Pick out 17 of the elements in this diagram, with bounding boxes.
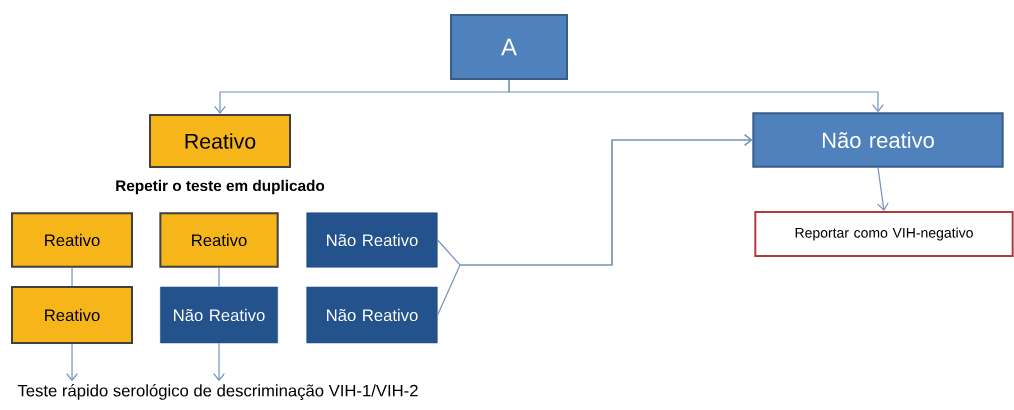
result-box: Reativo	[149, 114, 291, 168]
result-box: Não Reativo	[306, 212, 438, 268]
arrow	[66, 343, 78, 382]
result-box: Reativo	[11, 212, 133, 268]
arrow	[508, 79, 884, 113]
result-box: Não reativo	[752, 112, 1004, 168]
result-box: Não Reativo	[160, 286, 278, 344]
arrow	[877, 167, 889, 211]
outcome-box: Reportar como VIH-negativo	[754, 211, 1014, 257]
result-box: Não Reativo	[306, 286, 438, 344]
arrow	[437, 134, 753, 316]
arrow	[213, 342, 225, 382]
note-text: Repetir o teste em duplicado	[116, 179, 325, 195]
process-box: A	[450, 14, 568, 80]
result-box: Reativo	[11, 286, 133, 344]
step-text: Teste rápido serológico de descriminação VIH-1/VIH-2	[17, 384, 418, 400]
result-box: Reativo	[159, 212, 279, 268]
